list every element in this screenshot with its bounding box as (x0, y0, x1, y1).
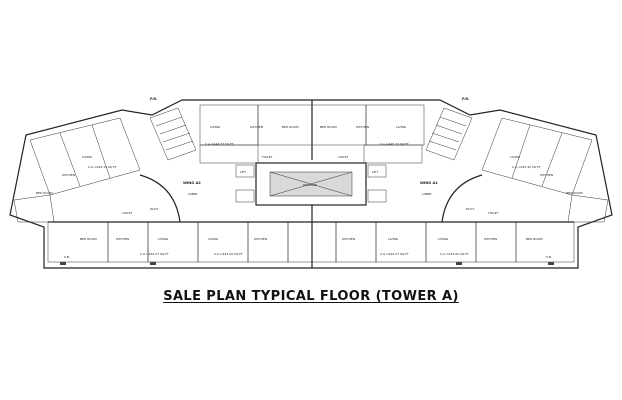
building-outline (9, 99, 613, 269)
area-b2: C.A.=444.00 SQ.FT (214, 252, 243, 256)
room-kitchen-t1: KITCHEN (250, 125, 263, 129)
room-living-lw: LIVING (82, 155, 93, 159)
central-core (255, 162, 367, 206)
area-t1: C.A.=444.33 SQ.FT (205, 142, 234, 146)
room-toilet-t2: TOILET (337, 155, 349, 159)
room-bedroom-rw: BED ROOM (566, 191, 583, 195)
room-living-t1: LIVING (210, 125, 221, 129)
room-living-b1: LIVING (158, 237, 169, 241)
room-living-t2: LIVING (396, 125, 407, 129)
room-bedroom-t1: BED ROOM (282, 125, 299, 129)
lift-blocks (235, 164, 387, 203)
toilet-label-r: TOILET (487, 211, 499, 215)
refuge-label-right: P.R. (462, 97, 470, 101)
right-staircase (425, 107, 473, 161)
lift-label-1: LIFT (240, 170, 246, 174)
area-lw: C.A.=444.33 SQ.FT (88, 165, 117, 169)
room-kitchen-rw: KITCHEN (540, 173, 553, 177)
room-kitchen-b4: KITCHEN (484, 237, 497, 241)
lobby-label-right: LOBBY (422, 192, 432, 196)
area-t2: C.A.=445.32 SQ.FT (380, 142, 409, 146)
duct-label-1: DUCT (150, 207, 159, 211)
room-bedroom-b1: BED ROOM (80, 237, 97, 241)
room-living-b2: LIVING (208, 237, 219, 241)
core-passage-label: PASSAGE (303, 183, 317, 187)
room-toilet-t1: TOILET (261, 155, 273, 159)
left-lobby-curve (139, 174, 181, 223)
room-bedroom-t2: BED ROOM (320, 125, 337, 129)
duct-label-2: DUCT (466, 207, 475, 211)
wing-label-left: WING A2 (183, 181, 201, 185)
sb-label-2: S.B. (546, 255, 552, 259)
area-rw: C.A.=445.32 SQ.FT (512, 165, 541, 169)
left-staircase (149, 107, 197, 161)
area-b1: C.A.=444.27 SQ.FT (140, 252, 169, 256)
room-living-b4: LIVING (438, 237, 449, 241)
area-b3: C.A.=444.27 SQ.FT (380, 252, 409, 256)
room-living-rw: LIVING (510, 155, 521, 159)
toilet-label-l: TOILET (121, 211, 133, 215)
refuge-label-left: P.R. (150, 97, 158, 101)
area-b4: C.A.=444.00 SQ.FT (440, 252, 469, 256)
room-kitchen-lw: KITCHEN (62, 173, 75, 177)
room-kitchen-b3: KITCHEN (342, 237, 355, 241)
room-living-b3: LIVING (388, 237, 399, 241)
lift-label-2: LIFT (372, 170, 378, 174)
top-flats (199, 100, 425, 164)
sb-label-1: S.B. (64, 255, 70, 259)
bottom-flats (47, 205, 575, 268)
room-bedroom-lw: BED ROOM (36, 191, 53, 195)
right-lobby-curve (441, 174, 483, 223)
lobby-label-left: LOBBY (188, 192, 198, 196)
room-kitchen-t2: KITCHEN (356, 125, 369, 129)
right-wing (481, 117, 609, 223)
room-kitchen-b1: KITCHEN (116, 237, 129, 241)
plan-caption: SALE PLAN TYPICAL FLOOR (TOWER A) (163, 289, 459, 304)
left-wing (13, 117, 141, 223)
room-bedroom-b4: BED ROOM (526, 237, 543, 241)
wing-label-right: WING A1 (420, 181, 438, 185)
room-kitchen-b2: KITCHEN (254, 237, 267, 241)
